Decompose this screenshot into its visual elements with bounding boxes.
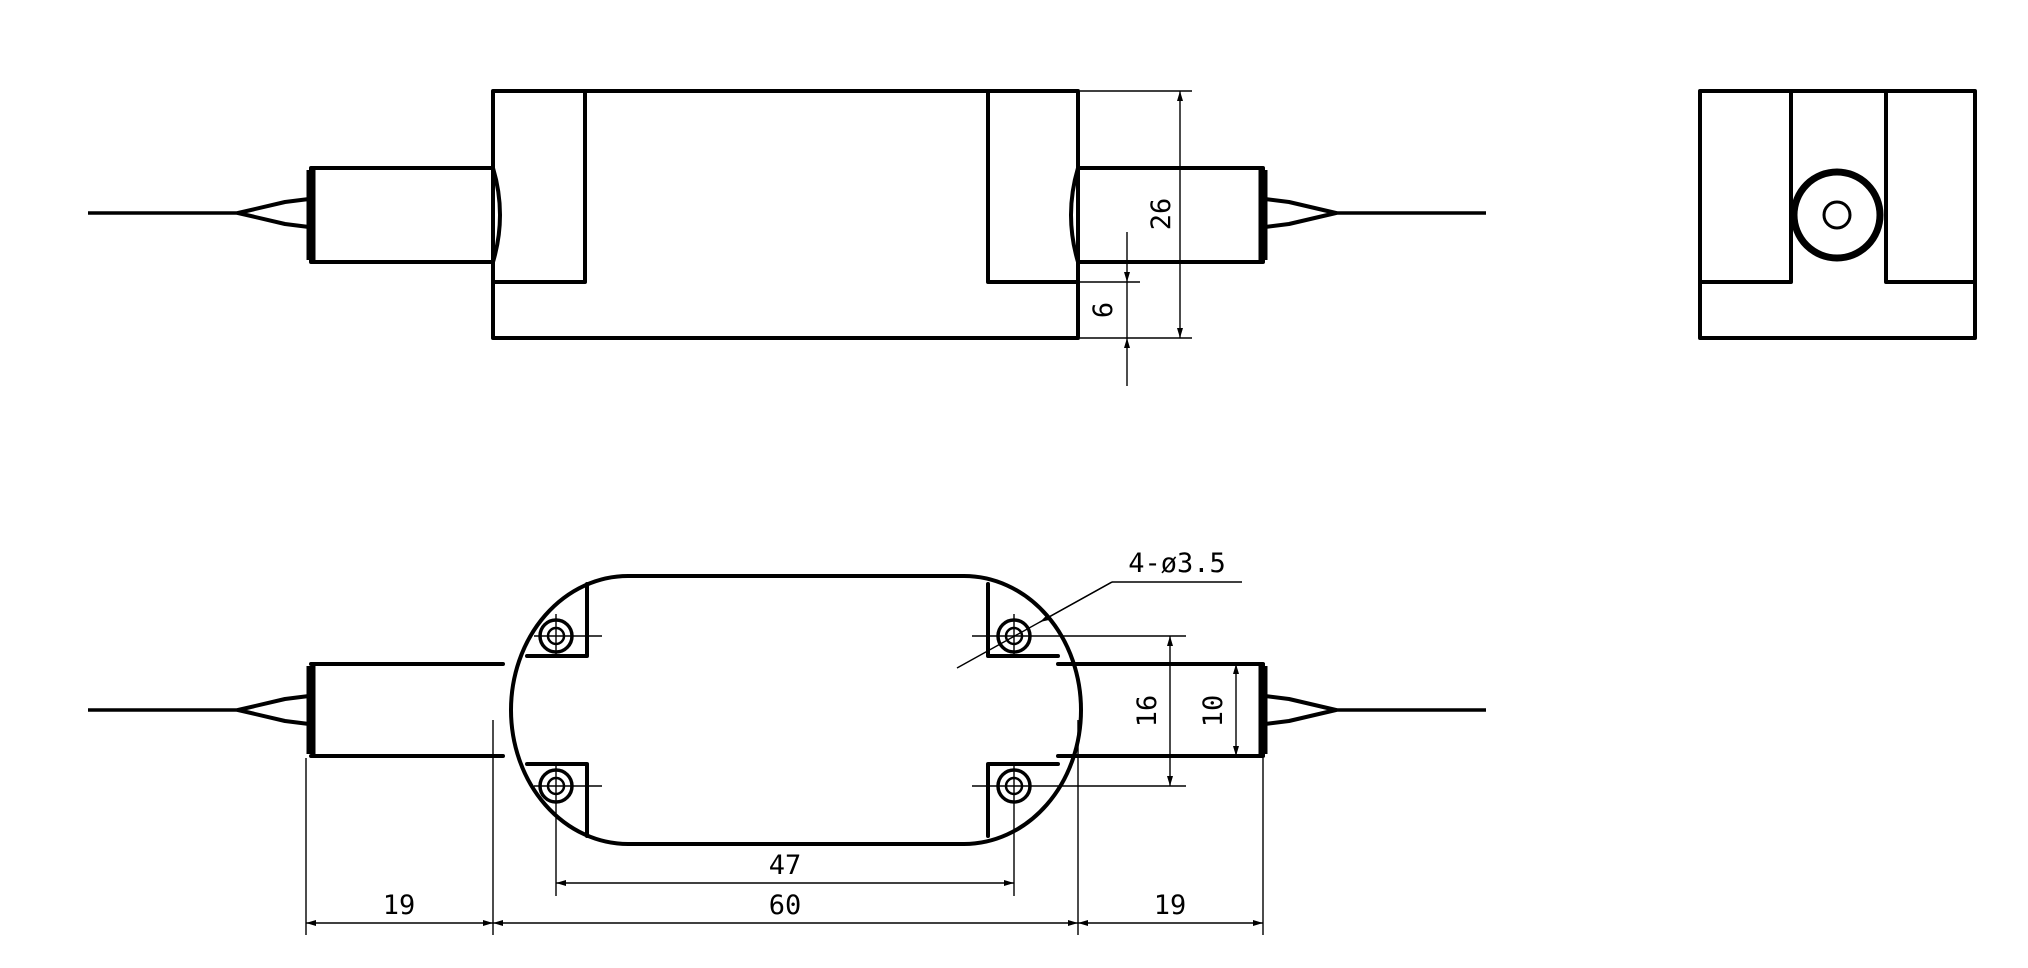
dim-label-60: 60 [769, 890, 802, 921]
tab-top-left [525, 582, 589, 658]
right-tube [1069, 166, 1265, 264]
side-view [1698, 89, 1977, 340]
dim-label-47: 47 [769, 850, 802, 881]
tab-top-right [986, 582, 1060, 658]
side-tube-outer [1790, 168, 1884, 262]
body-outline [491, 89, 1080, 340]
dim-label-16: 16 [1132, 695, 1163, 728]
right-fiber-boot [1263, 197, 1338, 229]
dim-label-19-right: 19 [1154, 890, 1187, 921]
dim-label-6: 6 [1088, 302, 1119, 318]
side-body-outline [1698, 89, 1977, 340]
left-fiber-boot [236, 197, 311, 229]
hole-centerlines-left [534, 614, 602, 808]
side-left-bracket [1698, 89, 1793, 284]
front-view: 26 6 [88, 89, 1486, 386]
right-bracket [986, 89, 1080, 284]
dim-label-26: 26 [1146, 198, 1177, 231]
tab-bottom-left [525, 762, 589, 838]
dim-label-19-left: 19 [383, 890, 416, 921]
left-bracket [491, 89, 587, 284]
side-tube-inner [1822, 200, 1852, 230]
top-view: 4-ø3.5 16 10 47 19 60 19 [88, 548, 1486, 935]
dim-label-10: 10 [1198, 695, 1229, 728]
housing-outline [509, 574, 1083, 846]
left-tube [309, 166, 502, 264]
left-fiber-boot [236, 694, 311, 726]
tab-bottom-right [986, 762, 1060, 838]
left-tube [309, 662, 505, 758]
side-right-bracket [1884, 89, 1977, 284]
hole-leader-arrow [1039, 581, 1113, 623]
right-fiber-boot [1263, 694, 1338, 726]
hole-note-label: 4-ø3.5 [1128, 548, 1226, 579]
